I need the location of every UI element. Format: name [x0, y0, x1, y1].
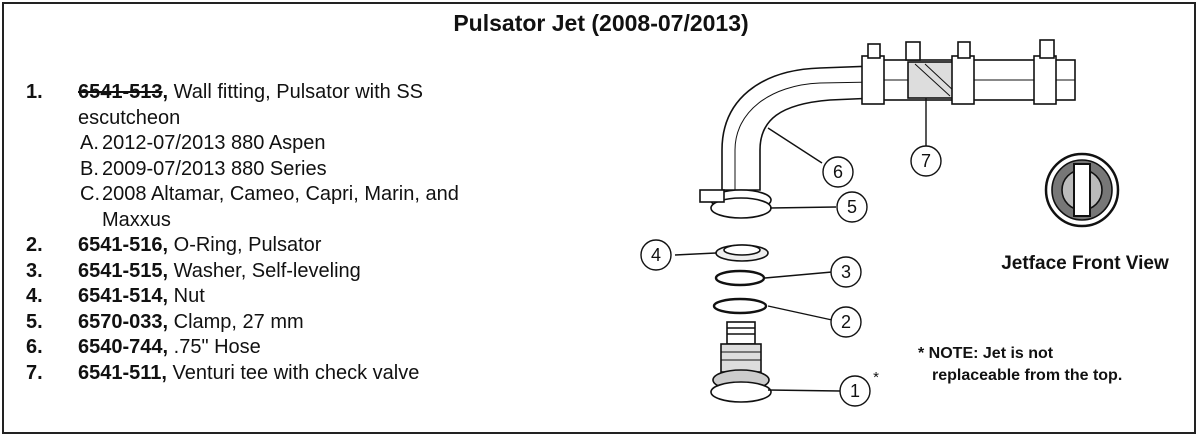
callout-3-label: 3: [841, 262, 851, 282]
part-item-7: 7. 6541-511, Venturi tee with check valv…: [26, 361, 496, 387]
callout-5-label: 5: [847, 197, 857, 217]
washer-part: [714, 269, 766, 287]
callout-asterisk: *: [873, 369, 879, 386]
part-number: 6570-033,: [78, 310, 169, 333]
part-number-index: 1.: [26, 81, 43, 103]
sub-text: 2009-07/2013 880 Series: [102, 157, 327, 180]
part-description: Venturi tee with check valve: [166, 361, 420, 384]
part-number: 6541-514,: [78, 285, 169, 307]
part-item-2: 2. 6541-516, O-Ring, Pulsator: [26, 233, 496, 259]
callout-2-label: 2: [841, 312, 851, 332]
part-description: .75" Hose: [168, 336, 261, 358]
part-subitem-c: C. 2008 Altamar, Cameo, Capri, Marin, an…: [78, 182, 496, 233]
part-item-1: 1. 6541-513, Wall fitting, Pulsator with…: [26, 80, 496, 233]
part-number-sep: ,: [162, 81, 169, 103]
sub-letter: A.: [80, 132, 99, 154]
sub-letter: C.: [80, 183, 100, 205]
part-number-index: 3.: [26, 259, 43, 282]
part-description: Wall fitting, Pulsator with SS escutcheo…: [78, 81, 423, 129]
callout-6-circle: [822, 156, 854, 188]
part-number-index: 6.: [26, 336, 43, 358]
part-item-6: 6. 6540-744, .75" Hose: [26, 335, 496, 361]
callout-3-circle: [830, 256, 862, 288]
callout-7-circle: [910, 145, 942, 177]
part-number-struck: 6541-513: [78, 81, 163, 103]
part-number: 6540-744,: [78, 336, 169, 358]
exploded-diagram: 1 2 3 4 5 6 7 *: [640, 39, 1120, 407]
sub-text: 2012-07/2013 880 Aspen: [102, 132, 326, 154]
part-number-index: 4.: [26, 285, 43, 307]
o-ring-part: [712, 297, 768, 315]
note-line-1: * NOTE: Jet is not: [918, 345, 1054, 362]
part-item-4: 4. 6541-514, Nut: [26, 284, 496, 310]
part-description: O-Ring, Pulsator: [168, 234, 322, 256]
part-subitem-b: B. 2009-07/2013 880 Series: [78, 157, 496, 183]
parts-list: 1. 6541-513, Wall fitting, Pulsator with…: [26, 80, 496, 386]
note: * NOTE: Jet is not replaceable from the …: [918, 343, 1188, 387]
callout-4-circle: [640, 239, 672, 271]
part-number-index: 7.: [26, 361, 43, 384]
part-number: 6541-511,: [78, 361, 167, 384]
part-description: Clamp, 27 mm: [168, 310, 304, 333]
sub-text: 2008 Altamar, Cameo, Capri, Marin, and M…: [102, 183, 459, 231]
part-number-index: 2.: [26, 234, 43, 256]
part-item-5: 5. 6570-033, Clamp, 27 mm: [26, 310, 496, 336]
callout-4-label: 4: [651, 245, 661, 265]
wall-fitting-part: [710, 321, 772, 403]
part-description: Nut: [168, 285, 205, 307]
part-item-3: 3. 6541-515, Washer, Self-leveling: [26, 259, 496, 285]
part-subitem-a: A. 2012-07/2013 880 Aspen: [78, 131, 496, 157]
part-subitems: A. 2012-07/2013 880 Aspen B. 2009-07/201…: [78, 131, 496, 233]
diagram-title: Pulsator Jet (2008-07/2013): [453, 10, 749, 36]
part-number-index: 5.: [26, 310, 43, 333]
callout-1-circle: [839, 375, 871, 407]
note-line-2: replaceable from the top.: [932, 367, 1123, 384]
callout-1-label: 1: [850, 381, 860, 401]
jetface-front-view-drawing: [1044, 152, 1120, 228]
callout-7-label: 7: [921, 151, 931, 171]
part-number: 6541-516,: [78, 234, 169, 256]
part-number: 6541-515,: [78, 259, 169, 282]
callout-2-circle: [830, 306, 862, 338]
callout-5-circle: [836, 191, 868, 223]
part-description: Washer, Self-leveling: [168, 259, 361, 282]
jetface-label: Jetface Front View: [1001, 253, 1169, 274]
sub-letter: B.: [80, 157, 99, 180]
callout-6-label: 6: [833, 162, 843, 182]
